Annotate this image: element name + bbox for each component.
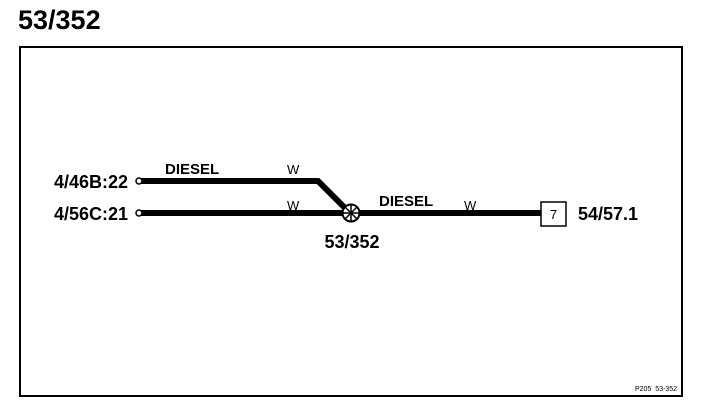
terminal-lower-left-icon[interactable]: [135, 209, 143, 217]
diagram-frame: [19, 46, 683, 397]
connector-pin-number: 7: [550, 207, 557, 222]
wire-upper[interactable]: [140, 178, 353, 216]
connector-box-icon[interactable]: [540, 201, 567, 227]
splice-label: 53/352: [324, 232, 379, 252]
splice-cross-circle-icon[interactable]: [341, 203, 361, 223]
wire-color-upper: W: [287, 162, 300, 177]
terminal-upper-left-icon[interactable]: [135, 177, 143, 185]
wire-label-upper: DIESEL: [165, 161, 219, 178]
page-title: 53/352: [18, 5, 101, 35]
wire-color-lower: W: [287, 198, 300, 213]
terminal-label-right: 54/57.1: [578, 204, 638, 224]
wire-color-output: W: [464, 198, 477, 213]
terminal-label-lower-left: 4/56C:21: [54, 204, 128, 224]
terminal-label-upper-left: 4/46B:22: [54, 172, 128, 192]
wire-label-output: DIESEL: [379, 193, 433, 210]
reference-code: P205 53-352: [635, 386, 677, 393]
